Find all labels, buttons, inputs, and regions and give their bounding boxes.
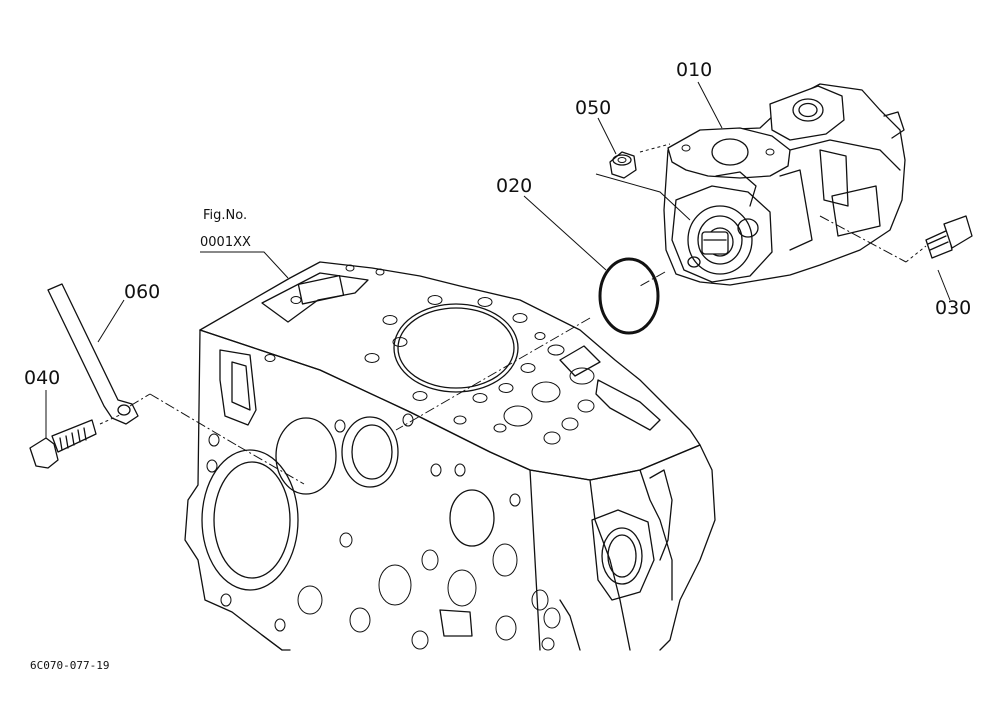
callout-010: 010 bbox=[676, 59, 712, 81]
callout-020: 020 bbox=[496, 175, 532, 197]
stay-060 bbox=[47, 283, 139, 425]
hydraulic-pump bbox=[663, 83, 906, 286]
engine-block bbox=[184, 261, 716, 651]
drawing-code: 6C070-077-19 bbox=[30, 659, 109, 672]
nut-050 bbox=[609, 151, 637, 179]
bolt-040 bbox=[29, 419, 97, 469]
callout-040: 040 bbox=[24, 367, 60, 389]
leader-lines bbox=[45, 81, 951, 438]
reference-fig-number: 0001XX bbox=[200, 235, 251, 250]
callout-060: 060 bbox=[124, 281, 160, 303]
o-ring-020 bbox=[598, 257, 660, 335]
bolt-030 bbox=[925, 215, 973, 259]
assembly-centerlines bbox=[99, 143, 927, 485]
callout-030: 030 bbox=[935, 297, 971, 319]
reference-fig-label: Fig.No. bbox=[203, 208, 247, 223]
callout-050: 050 bbox=[575, 97, 611, 119]
